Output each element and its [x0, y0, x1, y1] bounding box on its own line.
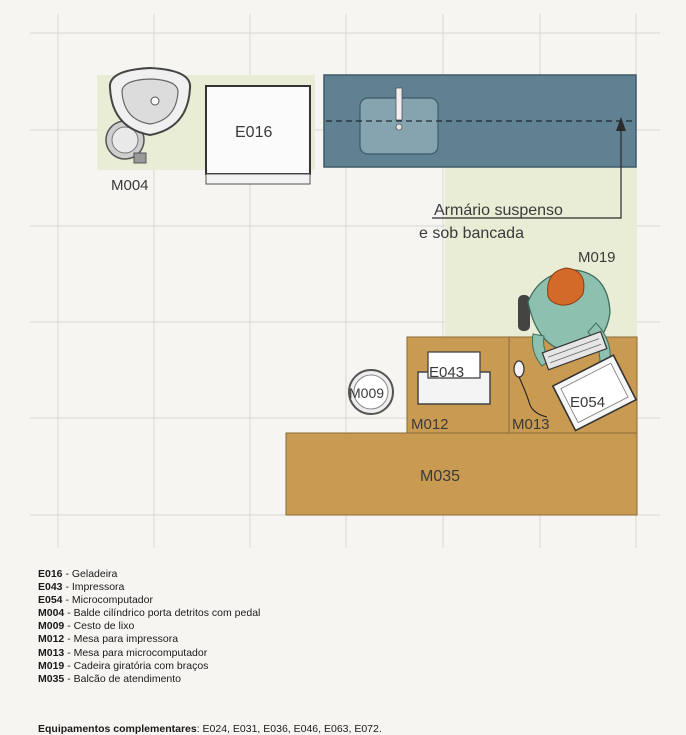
- legend-item: M019 - Cadeira giratória com braços: [38, 660, 260, 673]
- legend: E016 - Geladeira E043 - Impressora E054 …: [38, 568, 260, 686]
- computer-monitor: [551, 354, 638, 432]
- legend-desc: - Mesa para impressora: [64, 633, 179, 646]
- label-printer: E043: [429, 364, 464, 381]
- annotation-line-1: Armário suspenso: [434, 202, 563, 219]
- service-counter: [285, 432, 638, 516]
- legend-code: M019: [38, 659, 65, 672]
- legend-item: M035 - Balcão de atendimento: [38, 673, 260, 686]
- floor-plan: E016 M004 Armário suspenso e sob bancada…: [30, 14, 660, 548]
- label-computer: E054: [570, 394, 605, 411]
- wastebin-with-pedal: [105, 120, 147, 164]
- label-computer-desk: M013: [512, 416, 550, 433]
- annotation-leader: [432, 117, 626, 219]
- label-refrigerator: E016: [235, 124, 272, 141]
- legend-item: M012 - Mesa para impressora: [38, 633, 260, 646]
- legend-code: M013: [38, 646, 65, 659]
- refrigerator: [205, 85, 311, 185]
- legend-desc: - Geladeira: [62, 568, 118, 580]
- legend-code: E016: [38, 568, 63, 580]
- keyboard: [541, 330, 608, 371]
- label-wastebin: M004: [111, 177, 149, 194]
- legend-code: M012: [38, 633, 65, 646]
- legend-code: M004: [38, 607, 65, 620]
- annotation-line-2: e sob bancada: [419, 225, 524, 242]
- printer: [417, 351, 491, 405]
- legend-desc: - Microcomputador: [62, 594, 153, 607]
- legend-item: M009 - Cesto de lixo: [38, 620, 260, 633]
- legend-desc: - Cesto de lixo: [64, 620, 135, 633]
- legend-desc: - Balcão de atendimento: [64, 672, 182, 685]
- legend-desc: - Mesa para microcomputador: [64, 646, 208, 659]
- legend-item: E054 - Microcomputador: [38, 594, 260, 607]
- legend-item: M004 - Balde cilíndrico porta detritos c…: [38, 607, 260, 620]
- legend-item: M013 - Mesa para microcomputador: [38, 647, 260, 660]
- legend-code: E043: [38, 581, 63, 594]
- legend-item: E016 - Geladeira: [38, 568, 260, 581]
- hand-sink: [108, 66, 192, 137]
- legend-desc: - Cadeira giratória com braços: [64, 659, 209, 672]
- counter-with-sink: [323, 74, 637, 168]
- label-chair: M019: [578, 249, 616, 266]
- label-service-counter: M035: [420, 468, 460, 485]
- label-trash-basket: M009: [349, 385, 384, 401]
- complementary-equipment: Equipamentos complementares: E024, E031,…: [38, 723, 382, 735]
- mouse: [513, 360, 548, 418]
- legend-code: M009: [38, 620, 65, 633]
- legend-item: E043 - Impressora: [38, 581, 260, 594]
- label-printer-desk: M012: [411, 416, 449, 433]
- legend-code: M035: [38, 672, 65, 685]
- complementary-value: : E024, E031, E036, E046, E063, E072.: [196, 723, 382, 735]
- complementary-label: Equipamentos complementares: [38, 723, 197, 735]
- swivel-chair-with-person: [518, 267, 611, 367]
- legend-code: E054: [38, 594, 63, 607]
- legend-desc: - Impressora: [62, 581, 125, 594]
- legend-desc: - Balde cilíndrico porta detritos com pe…: [64, 607, 261, 620]
- trash-basket: [348, 369, 394, 415]
